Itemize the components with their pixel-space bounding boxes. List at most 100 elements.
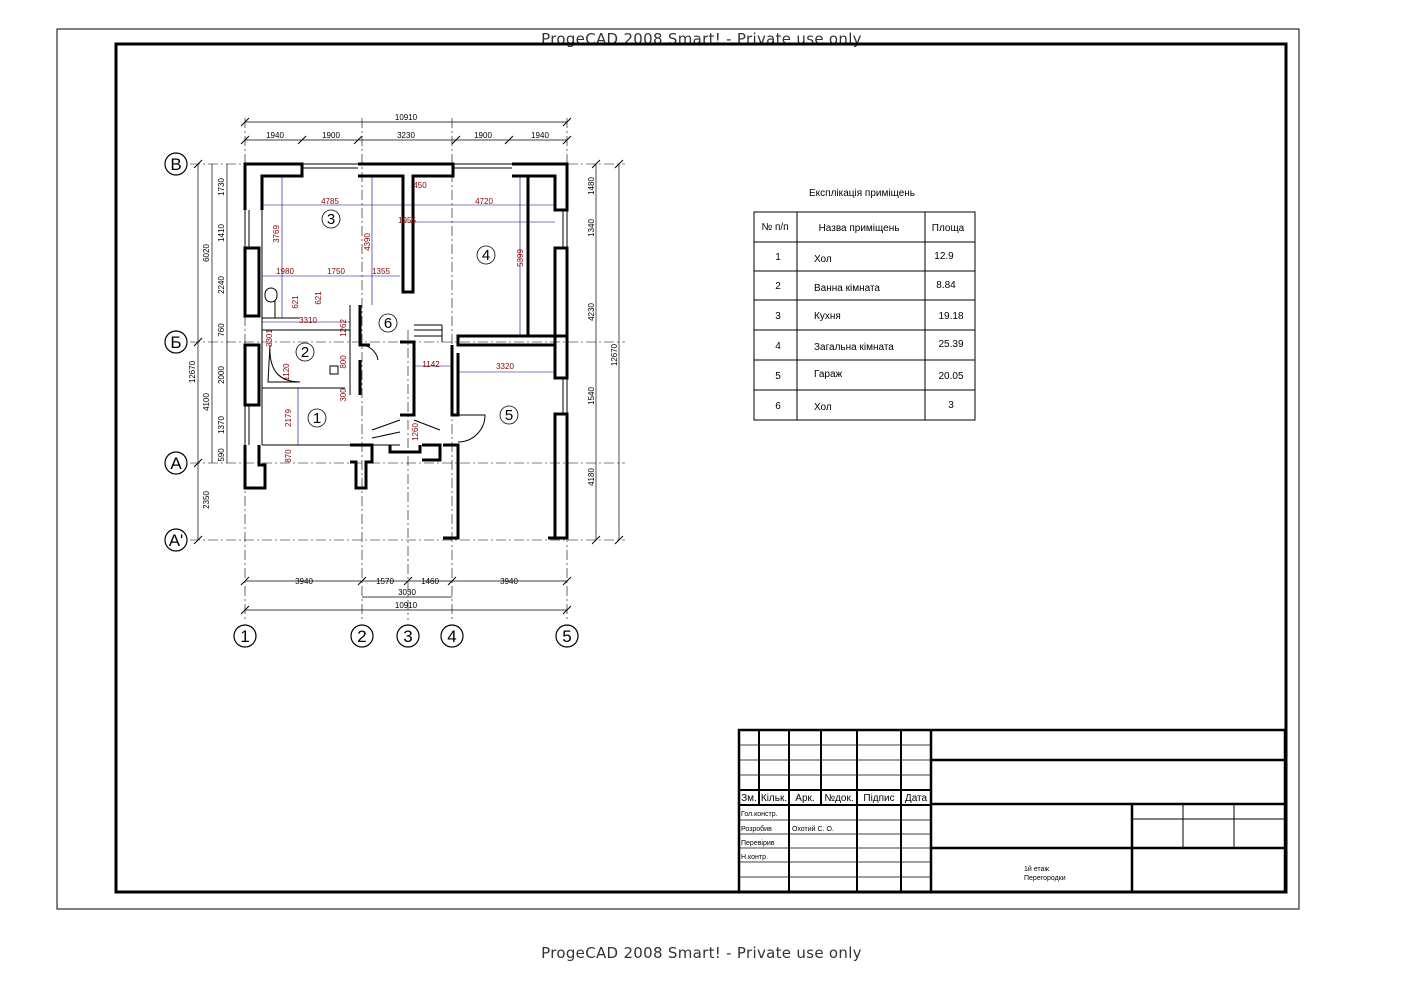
- stamp-role-developer: Розробив: [741, 825, 772, 833]
- dim-inner-17: 870: [284, 449, 293, 463]
- dim-bottom-2: 1570: [376, 577, 394, 586]
- dim-inner-22: 1260: [411, 423, 420, 441]
- stamp-header-kilk: Кільк.: [761, 793, 787, 804]
- stamp-sheet-title-1: 1й етаж: [1024, 865, 1049, 873]
- dim-inner-3: 450: [413, 181, 427, 190]
- drawing-frame: [114, 42, 1288, 894]
- dim-inner-14: 1262: [339, 319, 348, 337]
- dim-inner-13: 621: [314, 291, 323, 305]
- dim-inner-20: 1142: [422, 360, 440, 369]
- explication-row-3-name: Кухня: [814, 311, 841, 322]
- dim-bottom-total: 10910: [395, 601, 418, 610]
- dim-top-2: 1900: [322, 131, 340, 140]
- col-axis-bubbles: [233, 624, 579, 648]
- explication-table: Експлікація приміщень № п/п Назва приміщ…: [753, 188, 976, 421]
- stamp-role-chief: Гол.констр.: [741, 811, 778, 818]
- room-circles: [295, 209, 519, 428]
- dim-bottom-1: 3940: [295, 577, 313, 586]
- dim-right-total: 12670: [610, 343, 619, 366]
- dim-inner-15: 3301: [265, 329, 274, 347]
- explication-row-4-name: Загальна кімната: [814, 342, 894, 353]
- room-number-2: 2: [301, 344, 309, 361]
- dim-inner-21: 3320: [496, 362, 514, 371]
- room-number-1: 1: [313, 410, 321, 427]
- dim-inner-19: 300: [339, 388, 348, 402]
- title-block: Зм. Кільк. Арк. №док. Підпис Дата Гол.ко…: [737, 728, 1287, 894]
- watermark-bottom: ProgeCAD 2008 Smart! - Private use only: [541, 944, 862, 962]
- dim-right-1: 1480: [587, 177, 596, 195]
- axis-col-5: 5: [562, 627, 571, 646]
- explication-row-1-area: 12.9: [934, 251, 954, 262]
- room-number-6: 6: [384, 315, 392, 332]
- dim-bottom-5: 3030: [398, 588, 416, 597]
- floor-plan: 10910 1940 1900 3230 1900 1940 3940 1570…: [164, 113, 625, 648]
- stamp-grid: [737, 728, 1287, 894]
- room-number-4: 4: [482, 247, 490, 264]
- dim-right-2: 1340: [587, 219, 596, 237]
- dim-inner-2: 4720: [475, 197, 493, 206]
- stamp-header-zm: Зм.: [741, 793, 757, 804]
- axis-row-v: В: [170, 155, 181, 174]
- explication-header-no: № п/п: [761, 222, 788, 233]
- dim-left-4: 760: [217, 323, 226, 337]
- dim-inner-6: 4390: [363, 233, 372, 251]
- explication-row-5-no: 5: [775, 371, 781, 382]
- dim-top-4: 1900: [474, 131, 492, 140]
- dim-inner-8: 1980: [276, 267, 294, 276]
- explication-header-area: Площа: [932, 223, 965, 234]
- stamp-header-date: Дата: [905, 793, 928, 804]
- axis-row-a-prime: А': [169, 531, 184, 550]
- dim-left-3: 2240: [217, 276, 226, 294]
- explication-row-4-area: 25.39: [938, 339, 963, 350]
- dim-left-5: 2000: [217, 366, 226, 384]
- axis-row-a: А: [170, 454, 182, 473]
- dim-left-10: 4100: [202, 393, 211, 411]
- explication-row-5-area: 20.05: [938, 371, 963, 382]
- row-axis-bubbles: [164, 152, 188, 552]
- dim-left-2: 1410: [217, 224, 226, 242]
- dim-inner-1: 4785: [321, 197, 339, 206]
- dim-inner-5: 3769: [272, 225, 281, 243]
- dim-inner-4: 1955: [398, 216, 416, 225]
- dim-top-3: 3230: [397, 131, 415, 140]
- explication-title: Експлікація приміщень: [809, 188, 915, 199]
- walls: [243, 162, 569, 540]
- explication-row-5-name: Гараж: [814, 369, 843, 380]
- dim-inner-18: 800: [339, 355, 348, 369]
- explication-row-2-area: 8.84: [936, 280, 956, 291]
- dim-inner-9: 1750: [327, 267, 345, 276]
- dim-right-3: 4230: [587, 303, 596, 321]
- axis-col-2: 2: [357, 627, 366, 646]
- explication-row-2-name: Ванна кімната: [814, 283, 880, 294]
- dim-top-total: 10910: [395, 113, 418, 122]
- stamp-header-ark: Арк.: [795, 793, 814, 804]
- stamp-header-signature: Підпис: [863, 793, 894, 804]
- explication-row-1-no: 1: [775, 252, 781, 263]
- explication-row-4-no: 4: [775, 341, 781, 352]
- room-number-5: 5: [505, 407, 513, 424]
- dim-right-4: 1540: [587, 387, 596, 405]
- stamp-header-doc: №док.: [824, 793, 853, 804]
- paper-border: [56, 28, 1300, 910]
- axis-lines: [190, 118, 625, 620]
- explication-row-3-no: 3: [775, 311, 781, 322]
- dim-inner-10: 1355: [372, 267, 390, 276]
- axis-col-4: 4: [447, 627, 456, 646]
- axis-col-1: 1: [240, 627, 249, 646]
- dim-left-11: 2350: [202, 491, 211, 509]
- thin-partitions: [244, 163, 568, 446]
- dim-left-9: 12670: [188, 360, 197, 383]
- dim-left-8: 6020: [202, 244, 211, 262]
- dim-top-1: 1940: [266, 131, 284, 140]
- axis-col-3: 3: [403, 627, 412, 646]
- axis-row-b: Б: [170, 333, 181, 352]
- dim-left-1: 1730: [217, 178, 226, 196]
- explication-row-2-no: 2: [775, 281, 781, 292]
- explication-row-6-name: Хол: [814, 402, 832, 413]
- explication-row-1-name: Хол: [814, 254, 832, 265]
- explication-header-name: Назва приміщень: [819, 223, 900, 234]
- dim-bottom-4: 3940: [500, 577, 518, 586]
- explication-grid: [753, 211, 976, 421]
- explication-row-3-area: 19.18: [938, 311, 963, 322]
